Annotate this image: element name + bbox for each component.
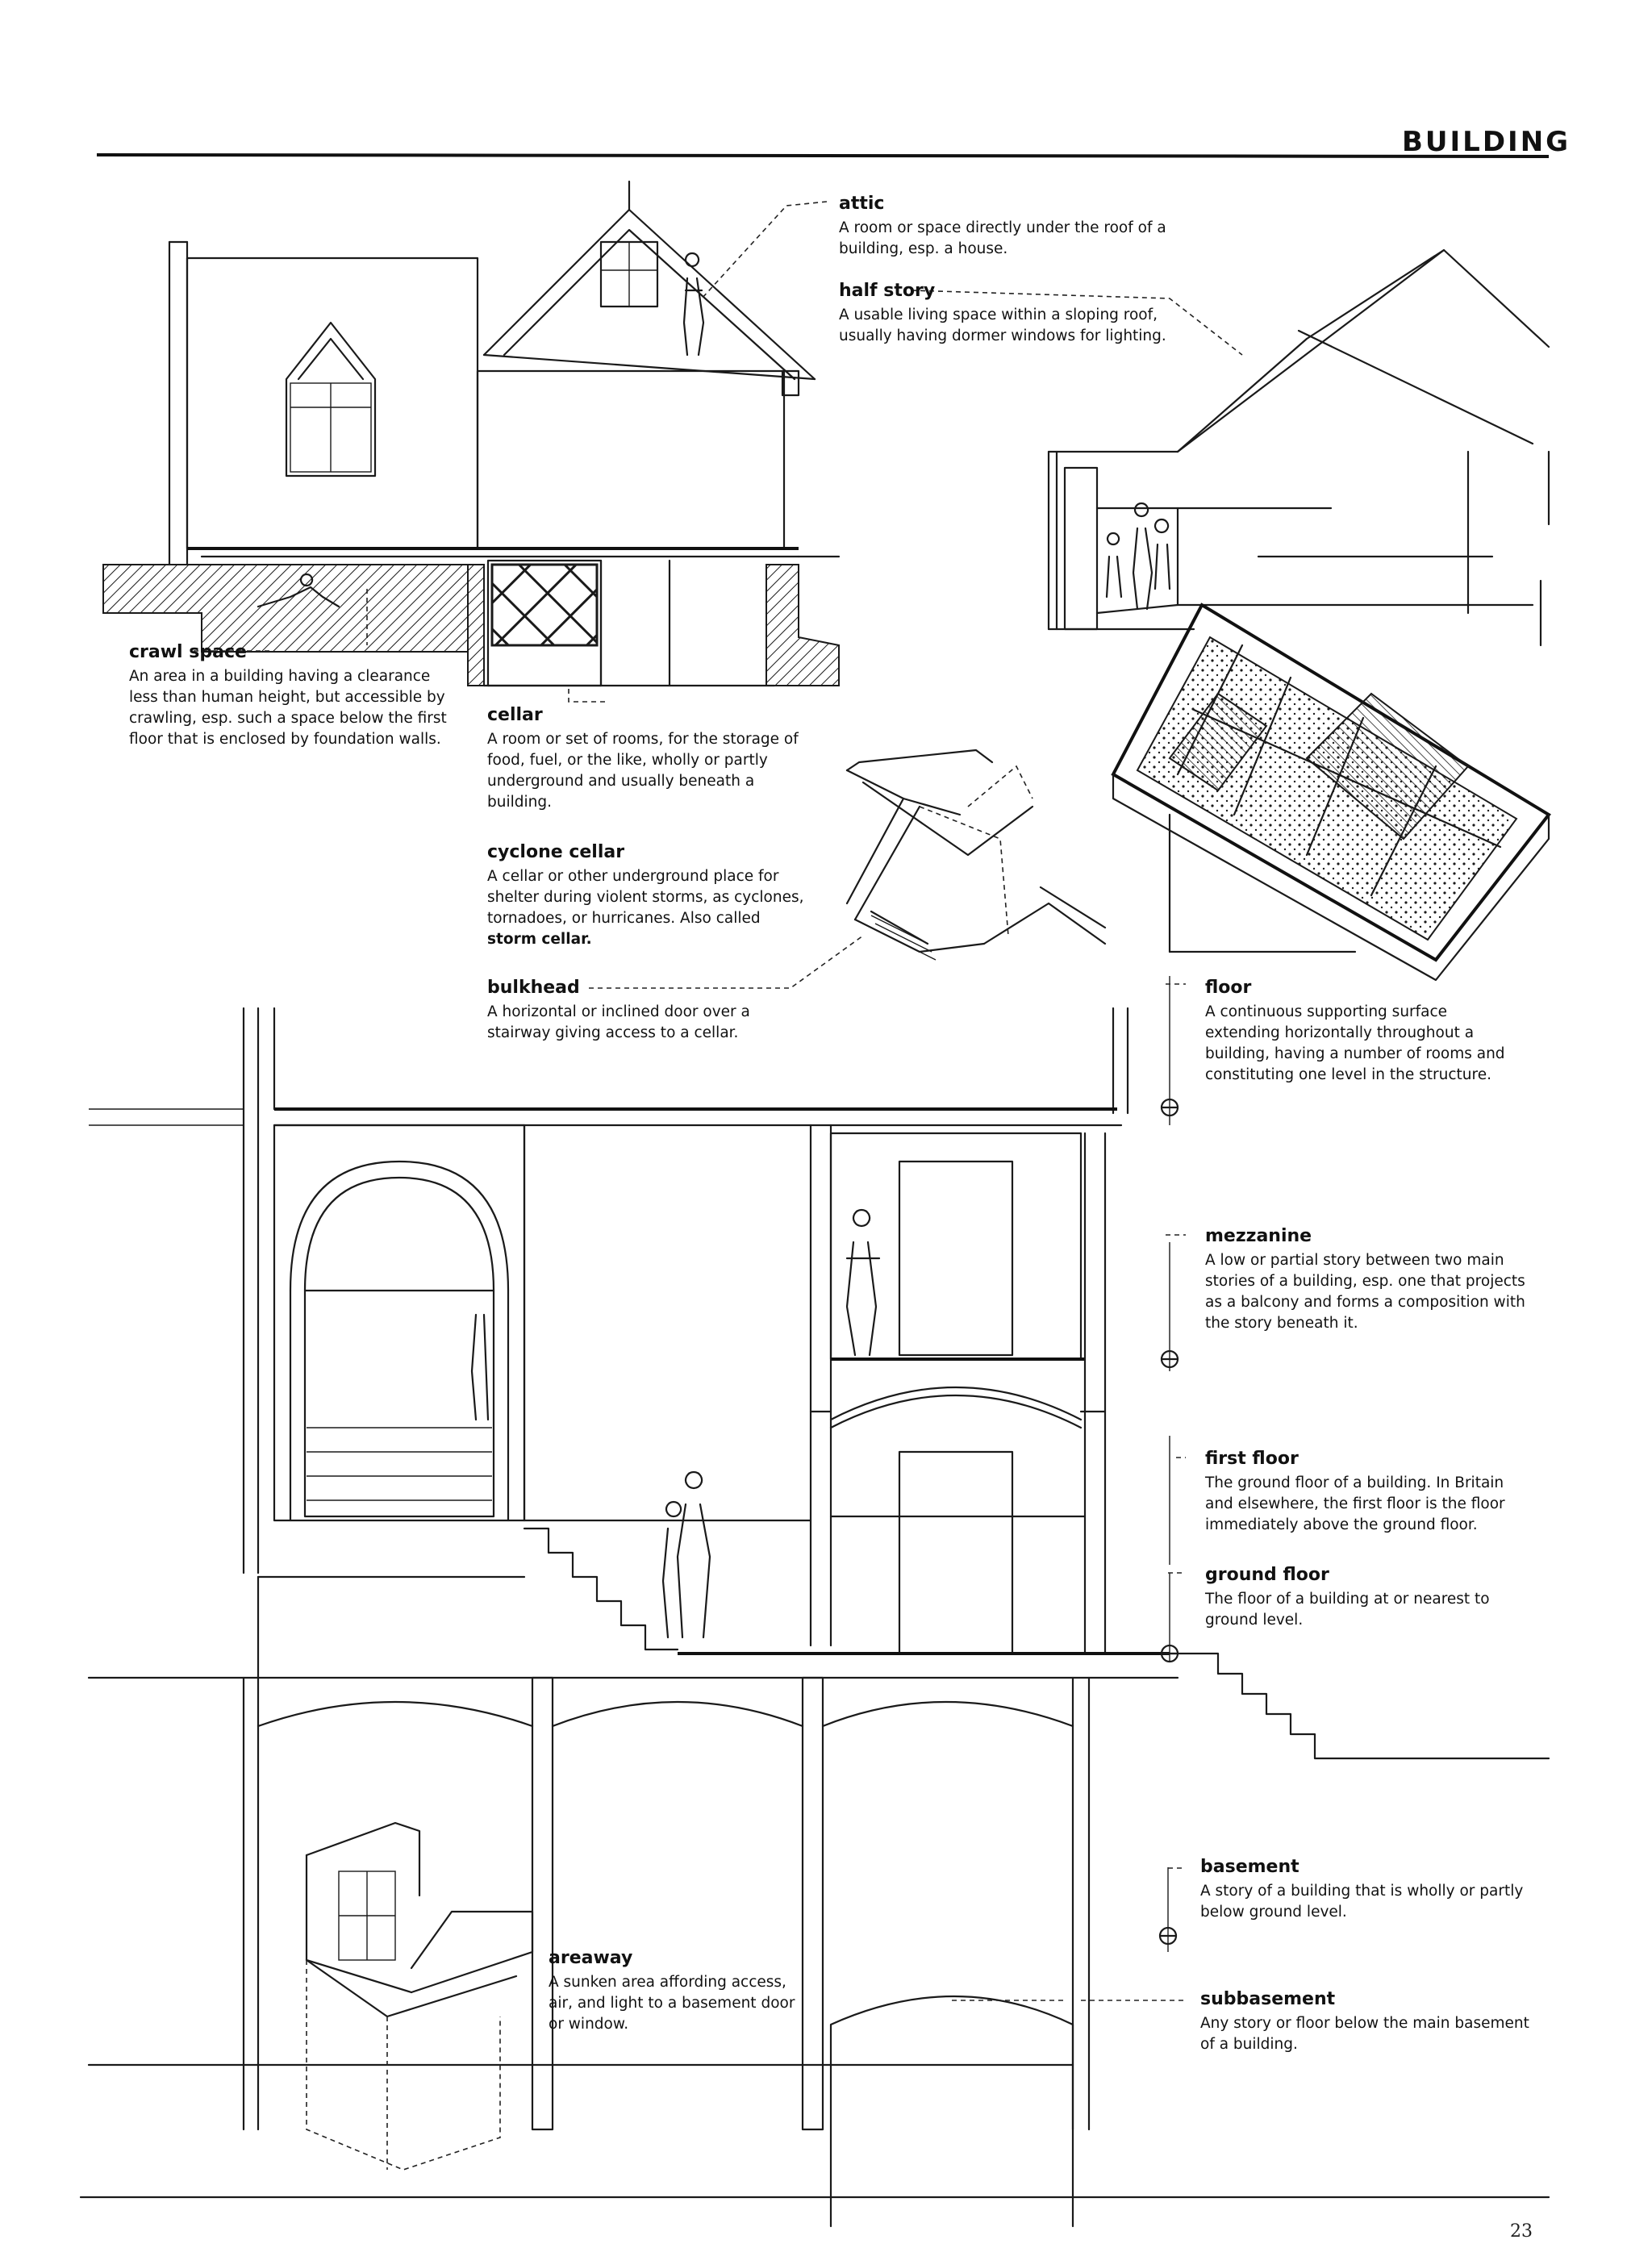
definition-half-story: A usable living space within a sloping r… <box>839 307 1166 344</box>
definition-cyclone-cellar-text: A cellar or other underground place for … <box>487 868 804 927</box>
definition-areaway: A sunken area affording access, air, and… <box>549 1974 795 2033</box>
definition-subbasement: Any story or floor below the main baseme… <box>1200 2015 1529 2053</box>
cyclone-cellar-bulkhead-door <box>845 749 1107 961</box>
definition-floor: A continuous supporting surface extendin… <box>1205 1003 1505 1083</box>
definition-cyclone-cellar: A cellar or other underground place for … <box>487 866 806 950</box>
page-number: 23 <box>1510 2221 1533 2242</box>
term-attic: attic <box>839 194 885 214</box>
floor-plan-axonometric <box>1111 603 1551 982</box>
term-basement: basement <box>1200 1857 1299 1877</box>
house-section-with-attic-crawl-space-cellar <box>102 180 841 687</box>
definition-basement: A story of a building that is wholly or … <box>1200 1883 1524 1921</box>
building-section-floors <box>87 976 1550 2228</box>
term-mezzanine: mezzanine <box>1205 1226 1312 1246</box>
definition-mezzanine: A low or partial story between two main … <box>1205 1252 1525 1332</box>
header-rule <box>96 153 1550 158</box>
definition-ground-floor: The floor of a building at or nearest to… <box>1205 1591 1490 1629</box>
term-cyclone-cellar: cyclone cellar <box>487 842 625 862</box>
half-story-interior-perspective <box>1047 248 1550 647</box>
term-half-story: half story <box>839 281 936 301</box>
term-first-floor: first floor <box>1205 1449 1299 1469</box>
definition-crawl-space: An area in a building having a clearance… <box>129 668 447 748</box>
term-areaway: areaway <box>549 1948 633 1968</box>
definition-first-floor: The ground floor of a building. In Brita… <box>1205 1474 1505 1533</box>
definition-bulkhead: A horizontal or inclined door over a sta… <box>487 1003 750 1041</box>
areaway-axonometric <box>305 1821 534 2171</box>
definition-attic: A room or space directly under the roof … <box>839 219 1166 257</box>
term-cellar: cellar <box>487 705 543 725</box>
term-ground-floor: ground floor <box>1205 1565 1329 1585</box>
leader-lines <box>194 201 1243 2001</box>
term-crawl-space: crawl space <box>129 642 247 662</box>
cellar-wine-rack <box>490 563 599 647</box>
definition-cellar: A room or set of rooms, for the storage … <box>487 731 799 811</box>
term-subbasement: subbasement <box>1200 1989 1336 2009</box>
definition-cyclone-cellar-emphasis: storm cellar. <box>487 931 592 948</box>
ground-hatch <box>102 564 469 653</box>
term-bulkhead: bulkhead <box>487 978 580 998</box>
page-header-title: BUILDING <box>1402 126 1571 158</box>
term-floor: floor <box>1205 978 1252 998</box>
